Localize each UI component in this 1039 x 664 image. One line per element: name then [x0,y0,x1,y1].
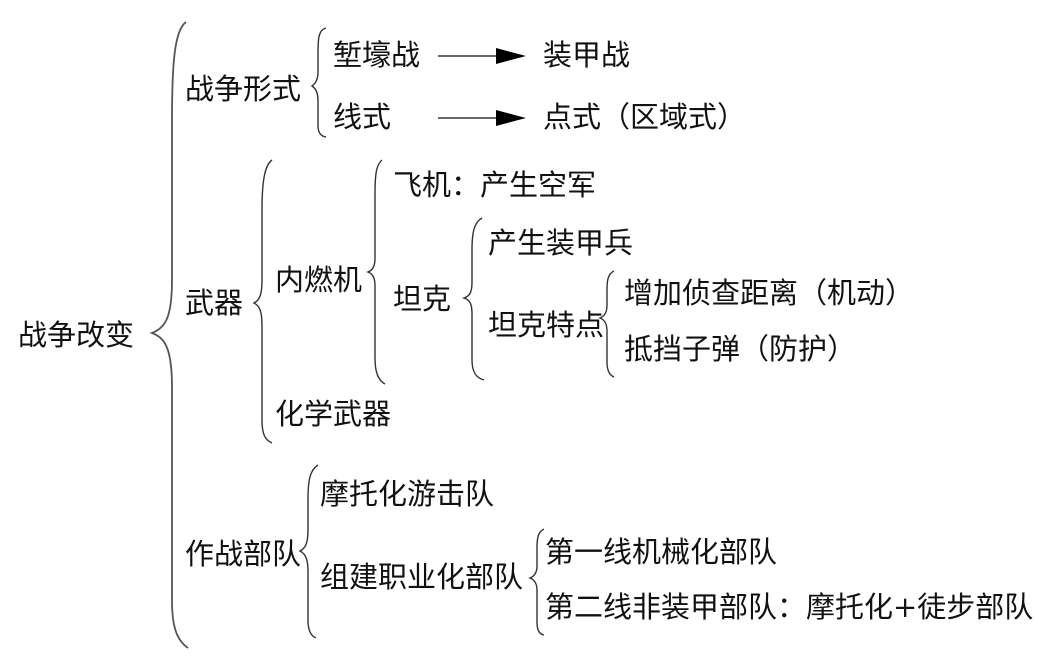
root-brace [149,21,189,649]
point-area-label: 点式（区域式） [543,100,747,134]
troops-brace [298,464,319,639]
weapons-brace [252,159,273,444]
chemical-weapons-label: 化学武器 [275,397,392,431]
armor-troops-label: 产生装甲兵 [488,226,634,260]
arrow-head-1 [496,48,526,64]
armored-war-label: 装甲战 [543,38,631,72]
trench-war-label: 堑壕战 [333,38,421,72]
troops-label: 作战部队 [185,537,302,571]
war-form-label: 战争形式 [185,72,302,106]
engine-brace [366,159,386,385]
pro-troops-label: 组建职业化部队 [320,560,524,594]
second-line-label: 第二线非装甲部队：摩托化+徒步部队 [545,590,1034,624]
feature-mobility-label: 增加侦查距离（机动） [624,276,915,310]
weapons-label: 武器 [185,286,244,320]
feature-protection-label: 抵挡子弹（防护） [624,332,857,366]
tank-features-label: 坦克特点 [488,308,605,342]
tank-brace [461,217,485,381]
features-brace [598,270,615,378]
root-label: 战争改变 [18,318,135,352]
first-line-label: 第一线机械化部队 [545,535,778,569]
pro-brace [528,528,545,636]
plane-label: 飞机：产生空军 [393,168,597,202]
tank-label: 坦克 [393,282,452,316]
engine-label: 内燃机 [275,263,363,297]
linear-label: 线式 [333,100,392,134]
motor-guerrilla-label: 摩托化游击队 [320,477,495,511]
form-brace [310,27,327,138]
arrow-head-2 [496,110,526,126]
